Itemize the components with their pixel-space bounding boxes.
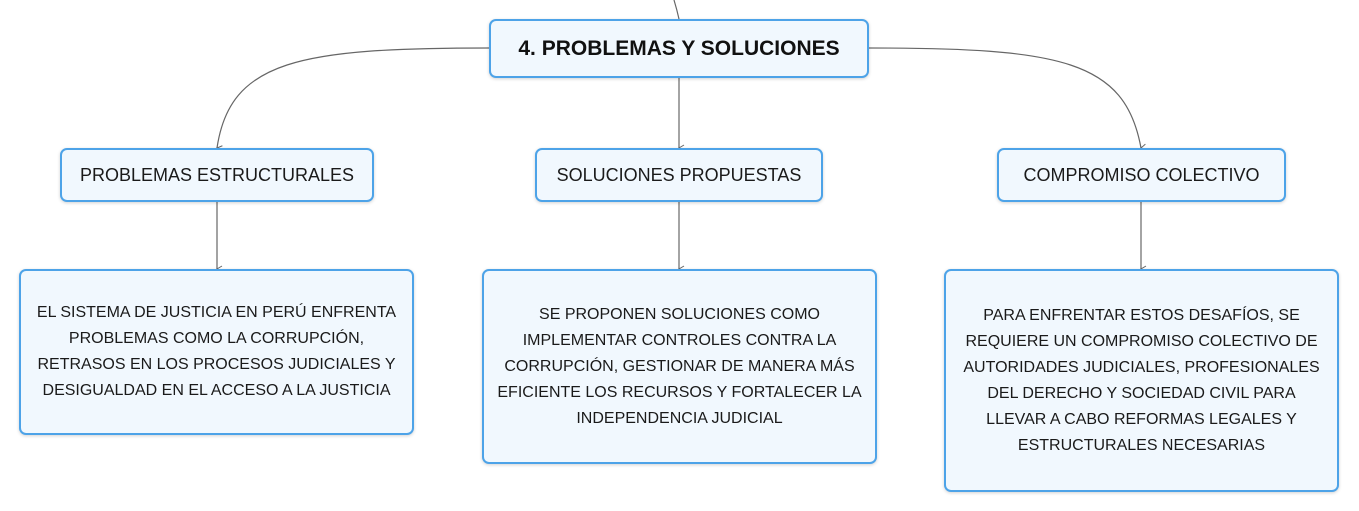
connector-root-to-problemas <box>216 47 490 153</box>
topic-node-problemas-estructurales[interactable]: PROBLEMAS ESTRUCTURALES <box>60 148 374 202</box>
topic-node-title: COMPROMISO COLECTIVO <box>1023 164 1260 185</box>
detail-node-text: PARA ENFRENTAR ESTOS DESAFÍOS, SE REQUIE… <box>963 306 1320 454</box>
connector-root-to-compromiso <box>867 47 1147 151</box>
topic-node-compromiso-colectivo[interactable]: COMPROMISO COLECTIVO <box>997 148 1286 202</box>
root-node[interactable]: 4. PROBLEMAS Y SOLUCIONES <box>489 19 869 78</box>
detail-node-text: SE PROPONEN SOLUCIONES COMO IMPLEMENTAR … <box>497 305 862 427</box>
root-node-title: 4. PROBLEMAS Y SOLUCIONES <box>518 36 840 60</box>
topic-node-title: SOLUCIONES PROPUESTAS <box>556 164 802 185</box>
detail-node-compromiso[interactable]: PARA ENFRENTAR ESTOS DESAFÍOS, SE REQUIE… <box>944 269 1339 492</box>
detail-node-problemas[interactable]: EL SISTEMA DE JUSTICIA EN PERÚ ENFRENTA … <box>19 269 414 435</box>
topic-node-title: PROBLEMAS ESTRUCTURALES <box>79 164 355 185</box>
detail-node-soluciones[interactable]: SE PROPONEN SOLUCIONES COMO IMPLEMENTAR … <box>482 269 877 464</box>
detail-node-text: EL SISTEMA DE JUSTICIA EN PERÚ ENFRENTA … <box>36 304 397 399</box>
topic-node-soluciones-propuestas[interactable]: SOLUCIONES PROPUESTAS <box>535 148 823 202</box>
connector-parent-to-root <box>673 0 680 20</box>
